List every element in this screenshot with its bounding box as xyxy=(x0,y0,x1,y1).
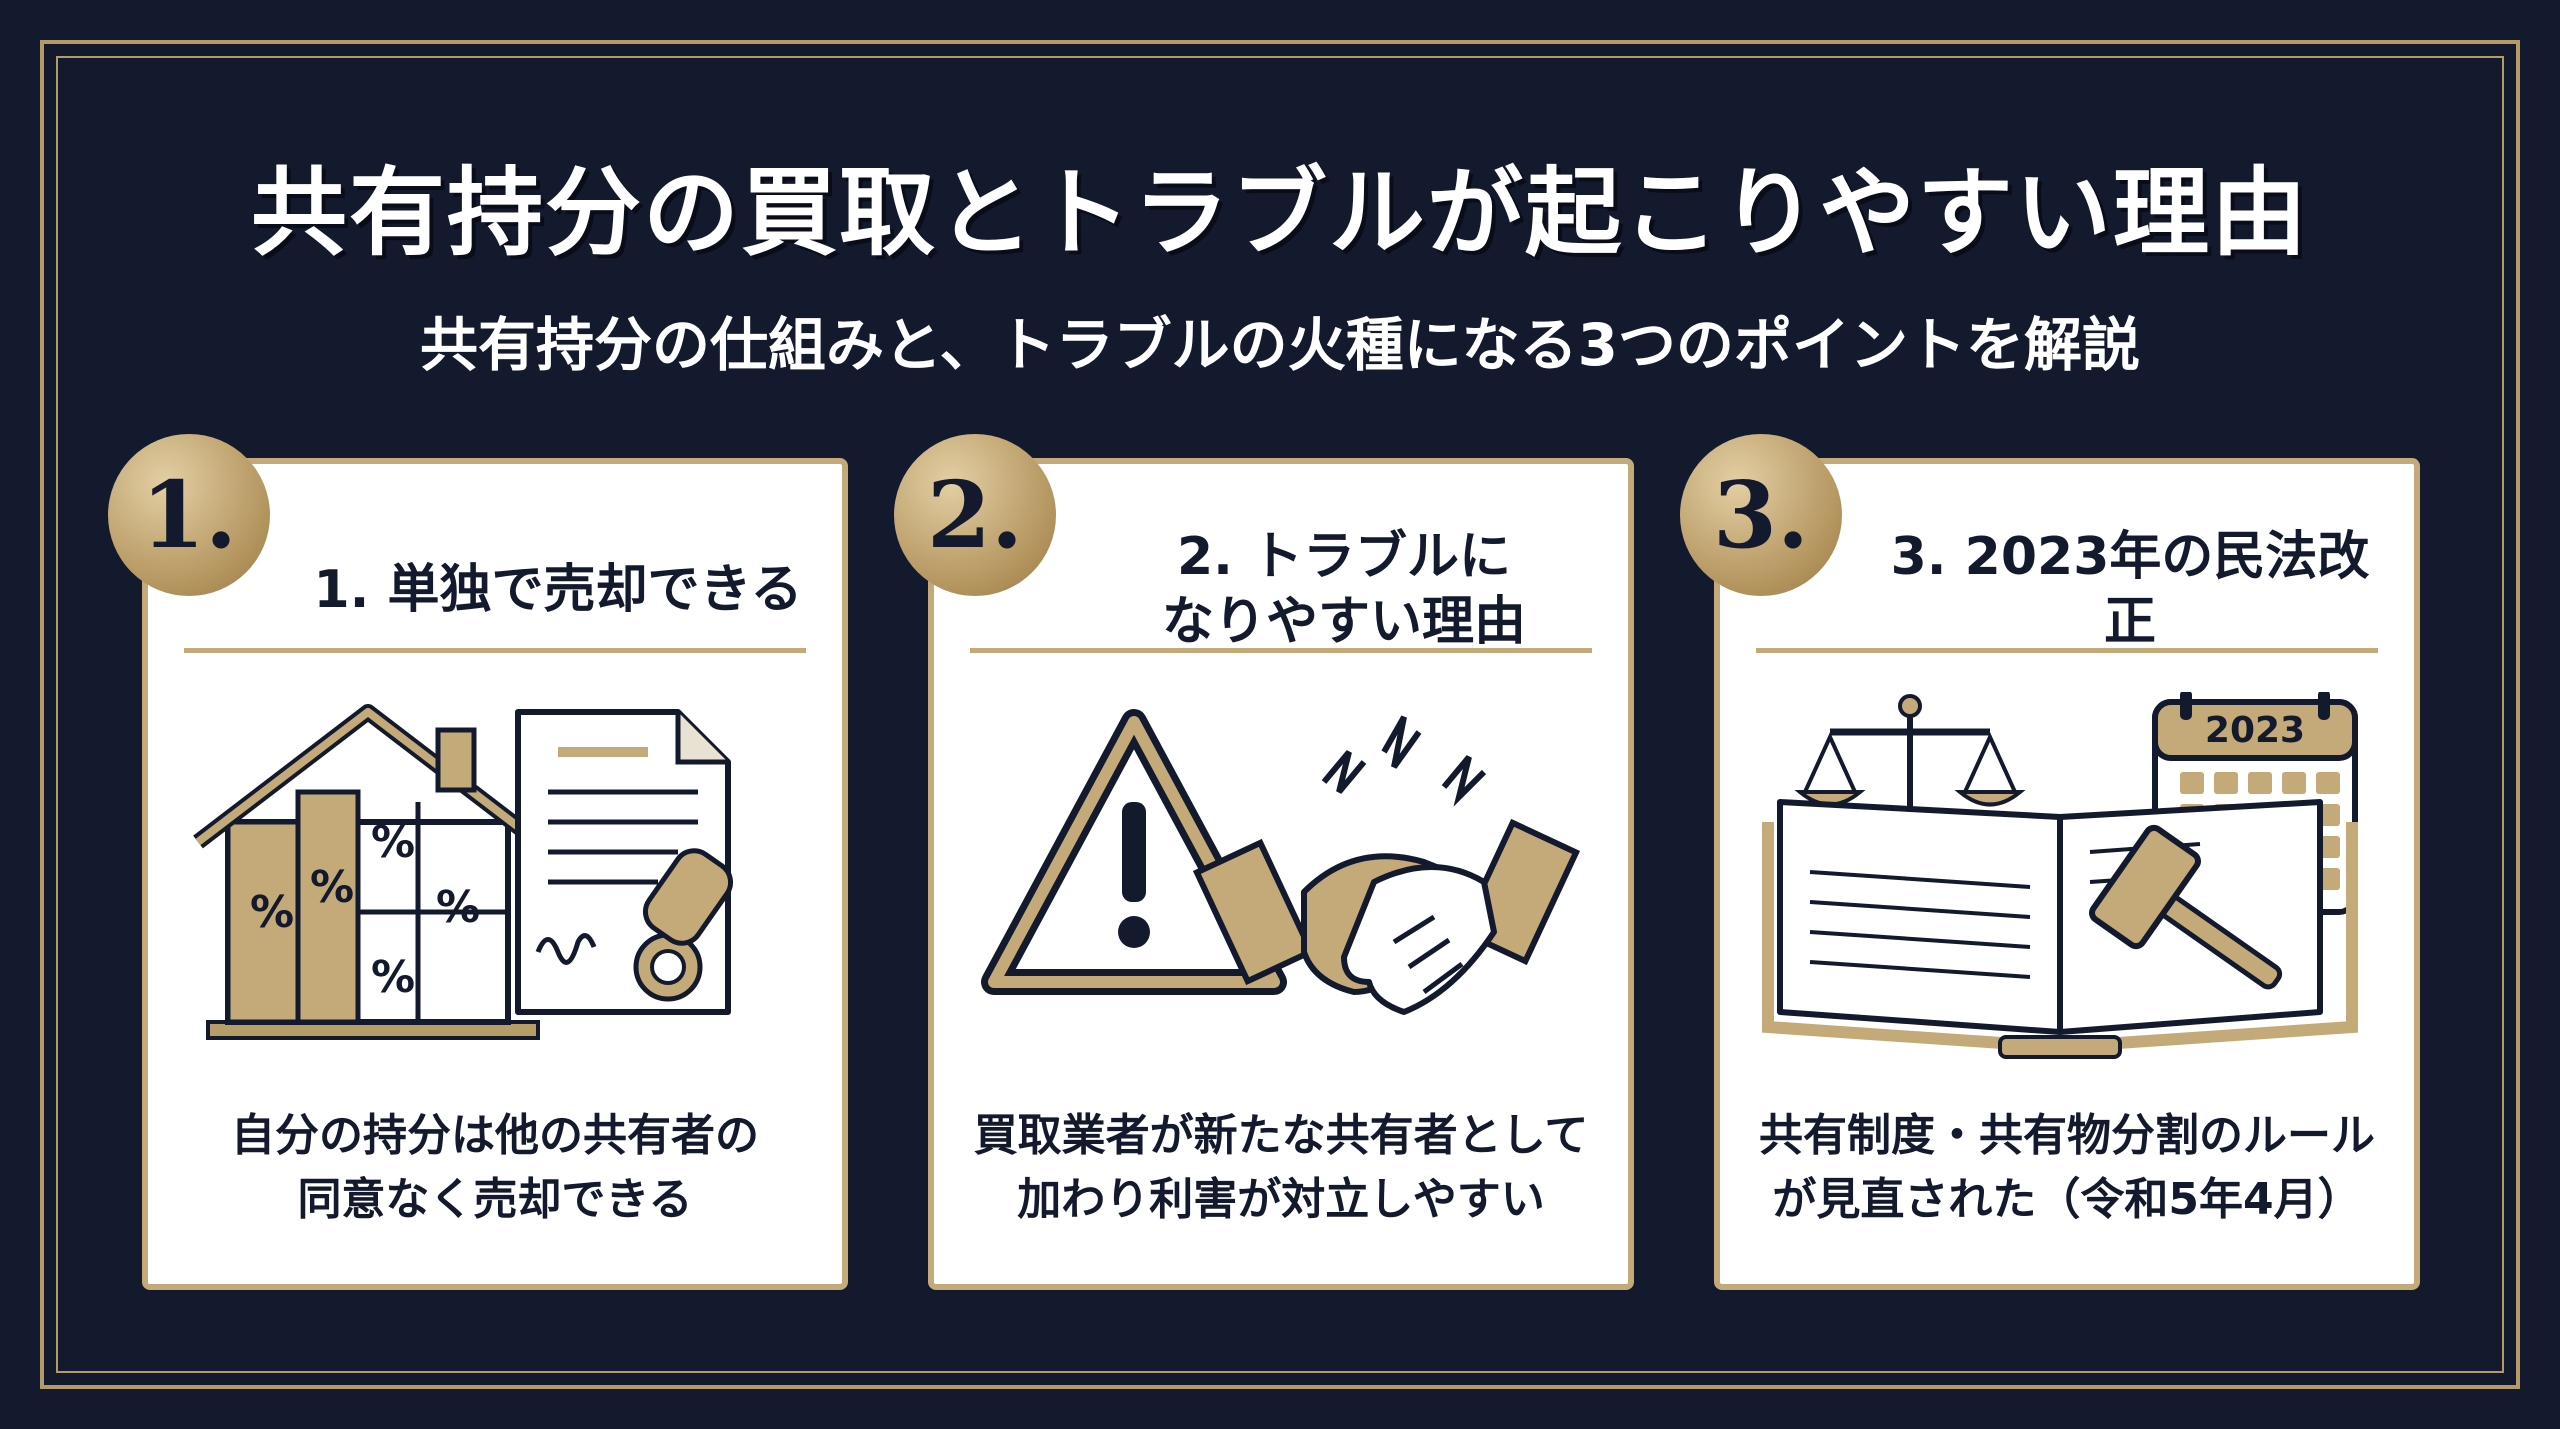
calendar-day-cell xyxy=(2248,772,2272,794)
calendar-year: 2023 xyxy=(2205,710,2305,751)
inner-frame xyxy=(56,56,2504,1373)
card-civil-code-revision: 3. 3. 2023年の民法改正 2023 共有制度・共有物分割の xyxy=(1680,434,2420,1290)
card-sell-alone: 1. 1. 単独で売却できる % % % % % 自分の持分は他の共有者の xyxy=(108,434,848,1290)
svg-text:%: % xyxy=(436,882,480,933)
calendar-day-cell xyxy=(2282,772,2306,794)
page-subtitle: 共有持分の仕組みと、トラブルの火種になる3つのポイントを解説 xyxy=(419,311,2141,379)
svg-text:%: % xyxy=(310,862,354,913)
calendar-day-cell xyxy=(2180,772,2204,794)
house-percent-contract-icon: % % % % % xyxy=(193,704,734,1040)
card-description: 自分の持分は他の共有者の 同意なく売却できる xyxy=(231,1110,759,1225)
calendar-day-cell xyxy=(2214,772,2238,794)
divider xyxy=(1756,648,2378,653)
card-description: 共有制度・共有物分割のルール が見直された（令和5年4月） xyxy=(1759,1110,2375,1225)
number-badge: 3. xyxy=(1680,434,1842,596)
outer-frame xyxy=(40,40,2520,1389)
card-title: 2. トラブルに なりやすい理由 xyxy=(1161,527,1526,652)
svg-text:%: % xyxy=(371,952,415,1003)
number-badge: 1. xyxy=(108,434,270,596)
warning-handshake-icon xyxy=(981,709,1581,1015)
calendar-day-cell xyxy=(2316,772,2340,794)
law-book-gavel-calendar-icon: 2023 xyxy=(1762,692,2358,1059)
divider xyxy=(970,648,1592,653)
svg-text:%: % xyxy=(371,817,415,868)
page-title: 共有持分の買取とトラブルが起こりやすい理由 xyxy=(251,157,2309,269)
card-title: 1. 単独で売却できる xyxy=(313,559,803,620)
number-badge: 2. xyxy=(894,434,1056,596)
svg-text:%: % xyxy=(250,887,294,938)
card-trouble-reason: 2. 2. トラブルに なりやすい理由 買取業者が新たな共有者として 加わり利害… xyxy=(894,434,1634,1290)
divider xyxy=(184,648,806,653)
card-description: 買取業者が新たな共有者として 加わり利害が対立しやすい xyxy=(973,1110,1589,1225)
card-title: 3. 2023年の民法改正 xyxy=(1890,527,2370,652)
